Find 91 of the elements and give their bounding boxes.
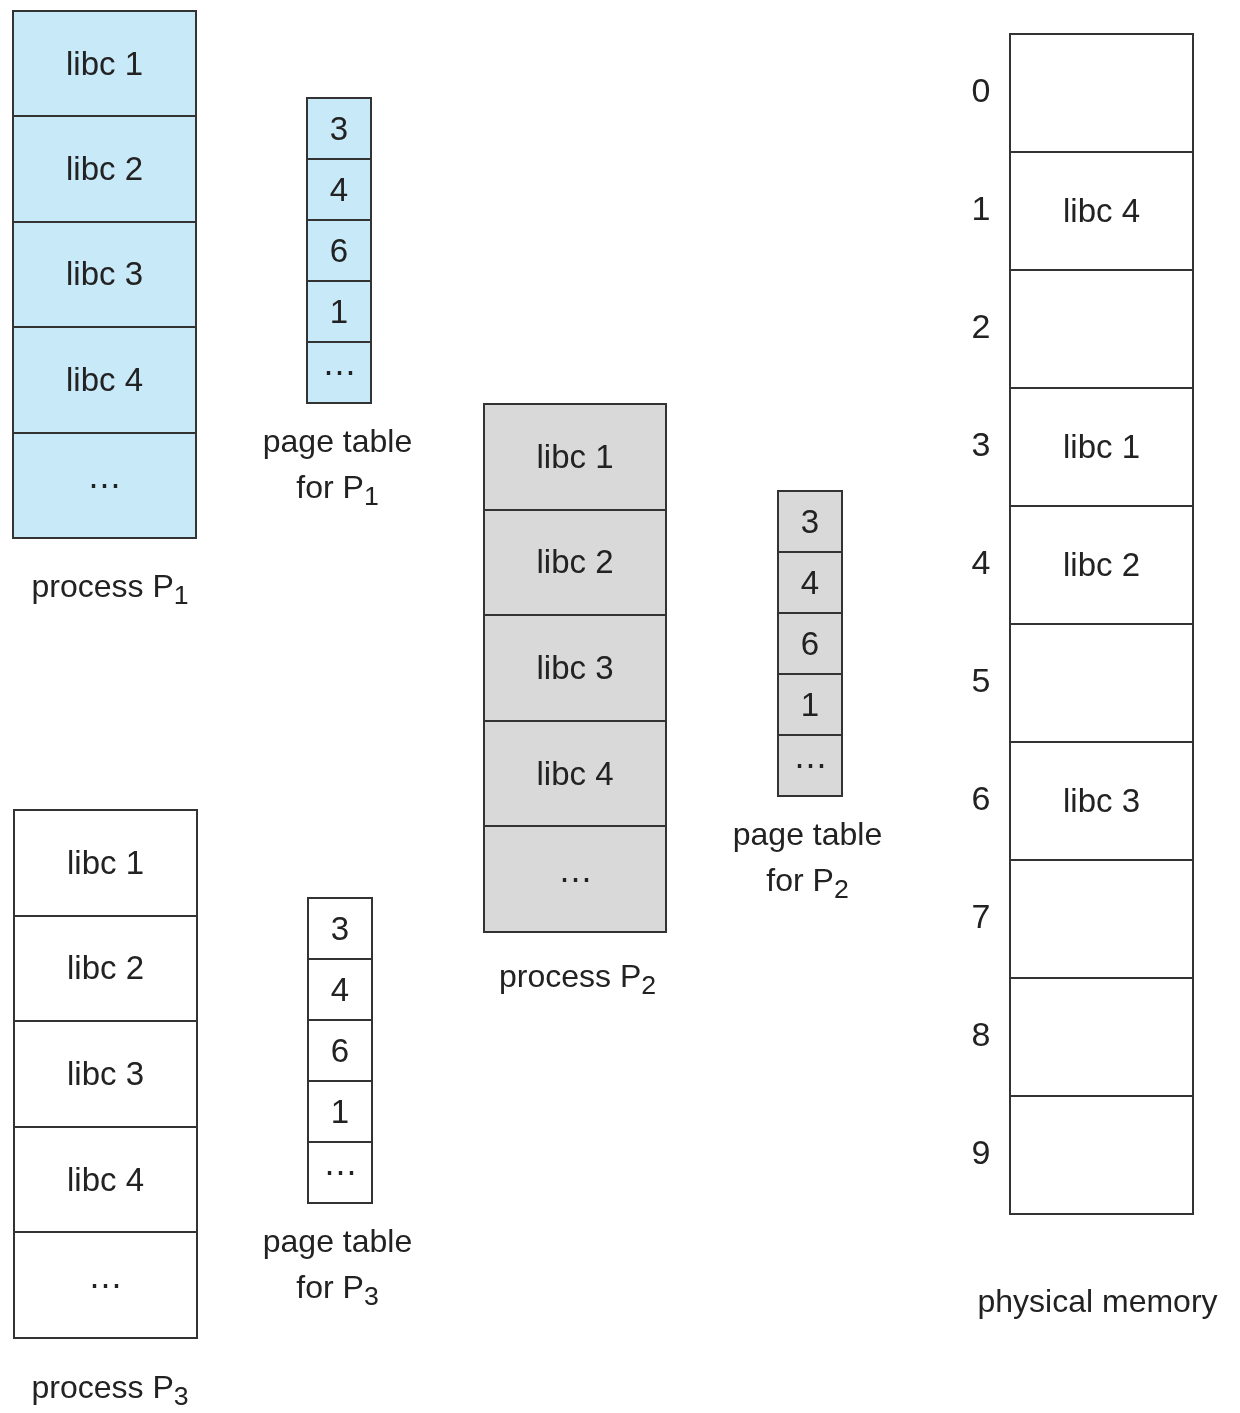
memory-frame	[1009, 859, 1194, 979]
cell-label: 4	[330, 970, 350, 1009]
stack-caption: page table for P$_{2}$	[731, 815, 884, 907]
cell-label: ⋯	[323, 1153, 357, 1192]
page-block	[12, 115, 197, 223]
cell-label: 4	[800, 563, 820, 602]
table-entry	[306, 158, 372, 221]
cell-label: ⋯	[793, 746, 827, 785]
stack-caption: process P$_{1}$	[30, 567, 190, 613]
stack-caption: process P$_{3}$	[30, 1368, 190, 1413]
cell-label: libc 4	[65, 360, 143, 399]
frame-number: 7	[970, 897, 992, 936]
cell-label: ⋯	[89, 1265, 122, 1305]
cell-label: 3	[329, 109, 349, 148]
cell-label: 1	[800, 685, 820, 724]
cell-label: 6	[330, 1031, 350, 1070]
cell-label: 6	[329, 231, 349, 270]
table-entry	[307, 1019, 373, 1082]
frame-number: 1	[970, 189, 992, 228]
page-block	[483, 825, 667, 933]
table-entry	[307, 958, 373, 1021]
table-entry	[307, 1141, 373, 1204]
cell-label: libc 2	[536, 543, 614, 582]
cell-label: libc 1	[536, 437, 614, 476]
page-block	[483, 614, 667, 722]
cell-label: 4	[329, 170, 349, 209]
table-entry	[777, 490, 843, 553]
frame-number: 5	[970, 661, 992, 700]
page-block	[12, 10, 197, 118]
page-block	[483, 508, 667, 617]
table-entry	[777, 673, 843, 736]
page-block	[12, 431, 197, 539]
table-entry	[307, 897, 373, 960]
cell-label: libc 1	[1062, 428, 1140, 466]
stack-caption: process P$_{2}$	[497, 957, 658, 1003]
table-entry	[306, 97, 372, 160]
table-entry	[777, 612, 843, 675]
frame-number: 4	[970, 543, 992, 582]
cell-label: libc 2	[1062, 546, 1140, 584]
page-block	[13, 914, 198, 1023]
memory-frame	[1009, 505, 1194, 625]
page-block	[483, 719, 667, 828]
frame-number: 8	[970, 1015, 992, 1054]
cell-label: ⋯	[558, 859, 592, 899]
cell-label: libc 3	[66, 1055, 144, 1093]
cell-label: 1	[330, 1092, 350, 1131]
frame-number: 2	[970, 307, 992, 346]
cell-label: ⋯	[322, 353, 356, 392]
table-entry	[306, 219, 372, 282]
cell-label: libc 4	[536, 754, 614, 793]
cell-label: libc 2	[66, 949, 144, 988]
table-entry	[777, 551, 843, 614]
memory-frame	[1009, 269, 1194, 389]
cell-label: libc 4	[1062, 192, 1140, 230]
frame-number: 6	[970, 779, 992, 818]
stack-caption: page table for P$_{3}$	[261, 1222, 414, 1314]
frame-number: 0	[970, 71, 992, 110]
page-block	[13, 809, 198, 917]
stack-caption: page table for P$_{1}$	[261, 422, 414, 514]
cell-label: libc 1	[65, 44, 143, 83]
page-block	[483, 403, 667, 511]
memory-frame	[1009, 151, 1194, 271]
cell-label: libc 1	[66, 843, 144, 882]
cell-label: libc 4	[66, 1160, 144, 1199]
table-entry	[777, 734, 843, 797]
cell-label: 3	[800, 502, 820, 541]
frame-number: 9	[970, 1133, 992, 1172]
table-entry	[306, 280, 372, 343]
memory-frame	[1009, 977, 1194, 1097]
cell-label: libc 2	[65, 150, 143, 189]
memory-frame	[1009, 33, 1194, 153]
table-entry	[306, 341, 372, 404]
cell-label: libc 3	[1062, 782, 1140, 820]
page-block	[13, 1125, 198, 1234]
cell-label: 6	[800, 624, 820, 663]
page-block	[12, 220, 197, 329]
frame-number: 3	[970, 425, 992, 464]
memory-frame	[1009, 1095, 1194, 1215]
page-block	[13, 1231, 198, 1339]
cell-label: ⋯	[88, 465, 121, 505]
memory-frame	[1009, 387, 1194, 507]
page-block	[12, 326, 197, 434]
memory-frame	[1009, 623, 1194, 743]
cell-label: 1	[329, 292, 349, 331]
memory-frame	[1009, 741, 1194, 861]
cell-label: 3	[330, 909, 350, 948]
stack-caption: physical memory	[976, 1282, 1219, 1321]
cell-label: libc 3	[65, 255, 143, 294]
cell-label: libc 3	[536, 649, 614, 687]
page-block	[13, 1020, 198, 1128]
table-entry	[307, 1080, 373, 1143]
